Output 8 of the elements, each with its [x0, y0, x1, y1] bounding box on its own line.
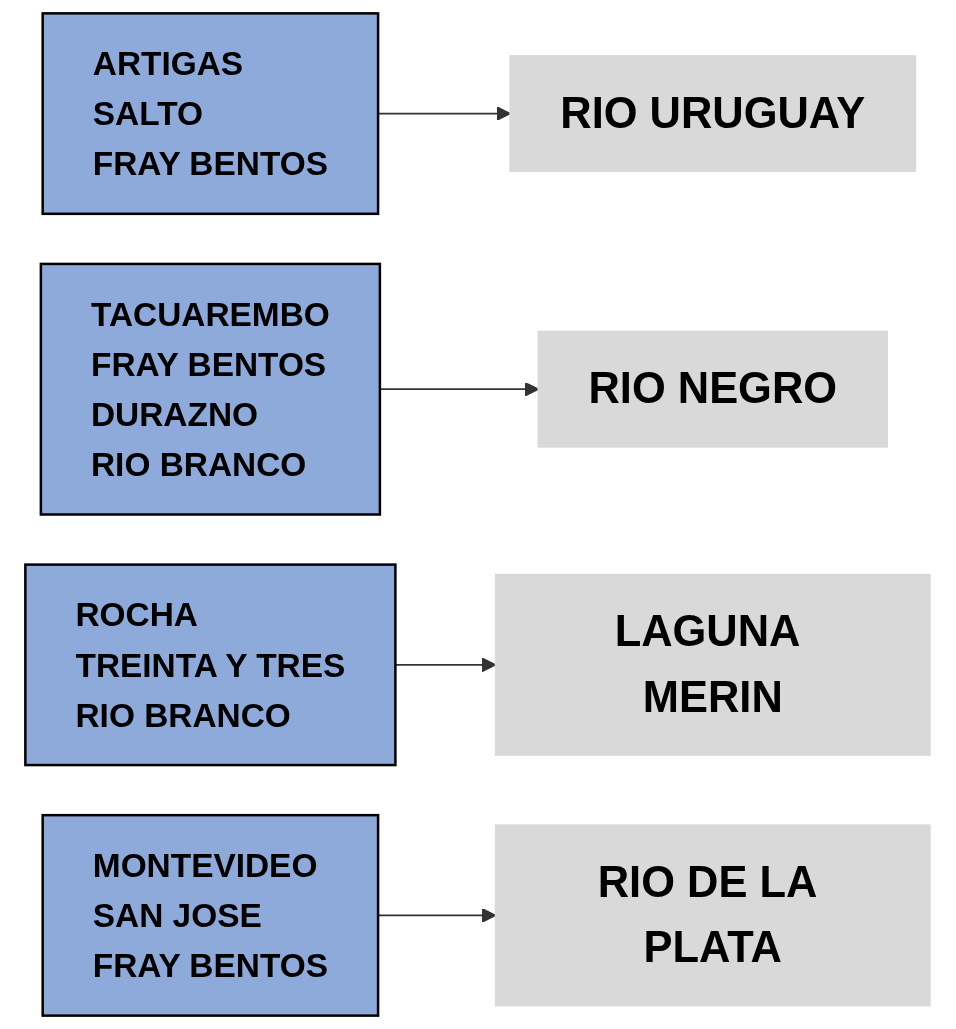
- node-box: RIO NEGRO: [537, 330, 889, 448]
- node-box: ROCHA TREINTA Y TRES RIO BRANCO: [24, 563, 397, 767]
- node-box: RIO DE LA PLATA: [495, 824, 932, 1007]
- node-box: ARTIGAS SALTO FRAY BENTOS: [41, 12, 380, 216]
- node-box: RIO URUGUAY: [509, 55, 917, 173]
- node-box: LAGUNA MERIN: [495, 573, 932, 756]
- node-box: MONTEVIDEO SAN JOSE FRAY BENTOS: [41, 813, 380, 1017]
- node-box: TACUAREMBO FRAY BENTOS DURAZNO RIO BRANCO: [39, 262, 382, 516]
